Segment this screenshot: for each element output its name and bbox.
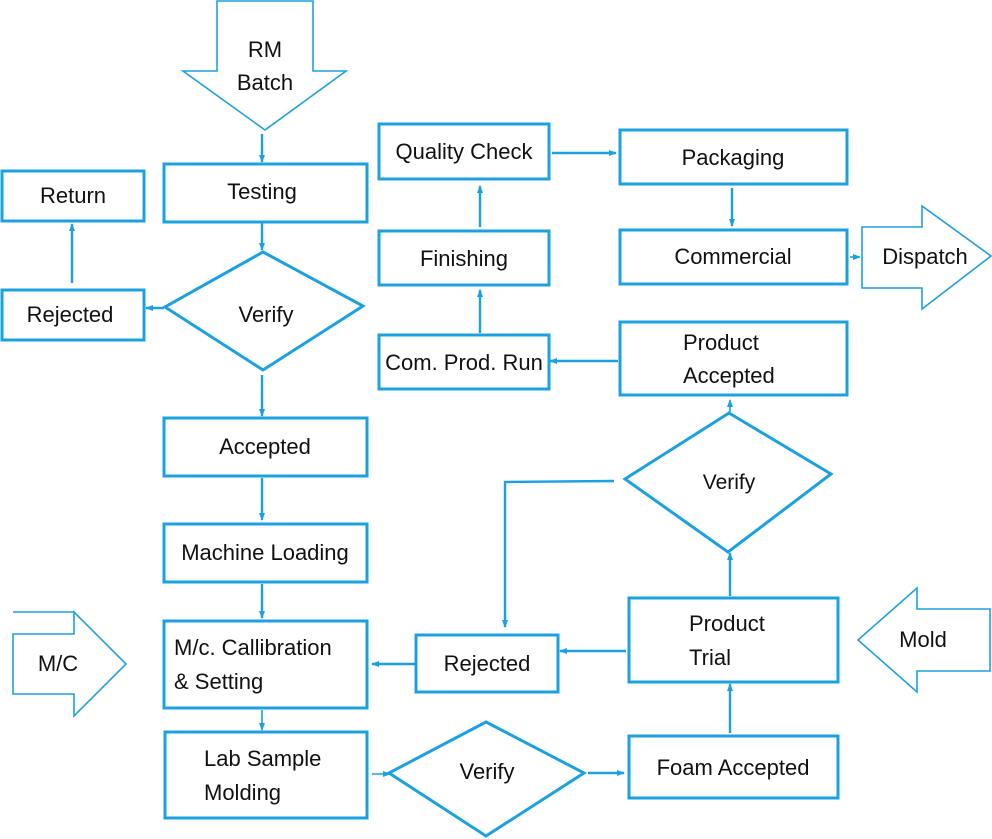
node-label: Product [683, 330, 759, 355]
node-label: Quality Check [396, 139, 534, 164]
node-label: Return [40, 183, 106, 208]
node-label: Com. Prod. Run [385, 350, 543, 375]
node-label: RM [248, 37, 282, 62]
box [377, 122, 551, 181]
node-label: Trial [689, 645, 731, 670]
box [162, 162, 369, 224]
node-machine-loading: Machine Loading [162, 522, 369, 584]
box [414, 633, 560, 694]
diamond [386, 720, 587, 838]
box [618, 320, 849, 397]
node-label: Product [689, 611, 765, 636]
node-verify-2: Verify [622, 411, 834, 554]
box [627, 734, 840, 800]
box [162, 416, 369, 478]
node-label: Packaging [682, 145, 785, 170]
node-label: Testing [227, 179, 297, 204]
node-foam-accepted: Foam Accepted [627, 734, 840, 800]
node-label: M/c. Callibration [174, 635, 332, 660]
node-label: Commercial [674, 244, 791, 269]
node-product-accepted: Product Accepted [618, 320, 849, 397]
node-finishing: Finishing [377, 229, 551, 287]
node-com-prod-run: Com. Prod. Run [377, 333, 551, 391]
down-arrow-shape [180, 0, 349, 131]
box [162, 522, 369, 584]
right-arrow-shape [12, 610, 128, 718]
box [618, 128, 849, 186]
box [0, 288, 146, 342]
node-label: Lab Sample [204, 746, 321, 771]
node-verify-1: Verify [162, 250, 366, 372]
node-label: Verify [703, 471, 756, 494]
node-label: & Setting [174, 669, 263, 694]
node-rejected-2: Rejected [414, 633, 560, 694]
node-packaging: Packaging [618, 128, 849, 186]
node-return: Return [0, 169, 146, 223]
node-commercial: Commercial [618, 228, 849, 286]
node-dispatch: Dispatch [861, 204, 992, 311]
diamond [622, 411, 834, 554]
box [627, 596, 840, 684]
node-mc-calibration: M/c. Callibration & Setting [162, 619, 369, 710]
node-verify-3: Verify [386, 720, 587, 838]
node-rejected-1: Rejected [0, 288, 146, 342]
node-product-trial: Product Trial [627, 596, 840, 684]
node-label: Verify [238, 302, 293, 327]
node-label: Machine Loading [181, 540, 349, 565]
node-mold: Mold [856, 586, 991, 694]
box [377, 333, 551, 391]
node-testing: Testing [162, 162, 369, 224]
node-mc: M/C [12, 610, 128, 718]
node-label: Mold [899, 627, 947, 652]
box [162, 619, 369, 710]
node-label: Foam Accepted [657, 755, 810, 780]
edges [69, 134, 861, 777]
node-label: Rejected [27, 302, 114, 327]
node-label: Molding [204, 780, 281, 805]
node-label: Accepted [219, 434, 311, 459]
left-arrow-shape [856, 586, 991, 694]
node-label: Finishing [420, 246, 508, 271]
edge-verify-to-rejected-2 [502, 479, 615, 628]
box [0, 169, 146, 223]
node-label: Accepted [683, 363, 775, 388]
right-arrow-shape [861, 204, 992, 311]
node-label: Dispatch [882, 244, 968, 269]
diamond [162, 250, 366, 372]
node-lab-sample: Lab Sample Molding [163, 730, 369, 820]
node-rm-batch: RM Batch [180, 0, 349, 131]
box [163, 730, 369, 820]
box [618, 228, 849, 286]
node-quality-check: Quality Check [377, 122, 551, 181]
node-label: M/C [38, 651, 78, 676]
node-accepted: Accepted [162, 416, 369, 478]
box [377, 229, 551, 287]
node-label: Rejected [444, 651, 531, 676]
node-label: Verify [459, 759, 514, 784]
node-label: Batch [237, 70, 293, 95]
